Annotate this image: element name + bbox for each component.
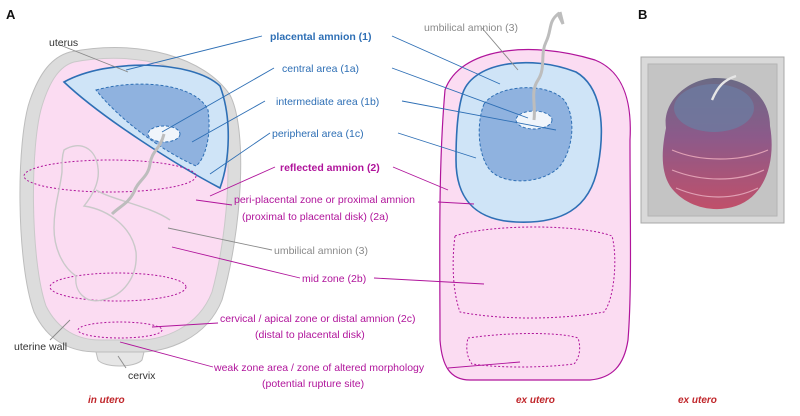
uterus-drawing <box>19 47 242 367</box>
mid-zone-ex-utero <box>452 226 616 319</box>
cervical-zone-in-utero <box>77 321 163 339</box>
fetus-arm <box>95 189 171 221</box>
label-placental-amnion: placental amnion (1) <box>270 31 372 43</box>
label-mid-zone: mid zone (2b) <box>302 273 366 285</box>
intermediate-area-in-utero <box>95 83 210 167</box>
panel-b-label: B <box>638 7 647 22</box>
labels: uterus placental amnion (1) umbilical am… <box>14 22 518 390</box>
label-cervical-line1: cervical / apical zone or distal amnion … <box>220 313 416 325</box>
umbilical-cord-in-utero <box>110 133 166 216</box>
label-uterine-wall: uterine wall <box>14 341 67 353</box>
label-reflected-amnion: reflected amnion (2) <box>280 162 380 174</box>
label-uterus: uterus <box>49 37 78 49</box>
leader-lines <box>49 27 557 369</box>
label-umbilical-amnion-center: umbilical amnion (3) <box>274 245 368 257</box>
caption-ex-utero-b: ex utero <box>678 395 717 406</box>
label-weak-zone-line2: (potential rupture site) <box>262 378 364 390</box>
label-peri-placental-line1: peri-placental zone or proximal amnion <box>234 194 415 206</box>
label-cervical-line2: (distal to placental disk) <box>255 329 365 341</box>
panel-a-label: A <box>6 7 16 22</box>
captions: in utero ex utero ex utero <box>88 395 717 406</box>
label-peripheral-area: peripheral area (1c) <box>272 128 364 140</box>
fetus-outline <box>53 145 137 302</box>
label-weak-zone-line1: weak zone area / zone of altered morphol… <box>213 362 425 374</box>
caption-in-utero: in utero <box>88 395 125 406</box>
caption-ex-utero-a: ex utero <box>516 395 555 406</box>
label-central-area: central area (1a) <box>282 63 359 75</box>
intermediate-area-ex-utero <box>478 87 573 182</box>
label-intermediate-area: intermediate area (1b) <box>276 96 379 108</box>
ex-utero-drawing <box>439 11 632 381</box>
label-cervix: cervix <box>128 370 156 382</box>
label-peri-placental-line2: (proximal to placental disk) (2a) <box>242 211 388 223</box>
label-umbilical-amnion-top: umbilical amnion (3) <box>424 22 518 34</box>
specimen-photo <box>640 56 785 224</box>
weak-zone-ex-utero <box>466 333 581 368</box>
umbilical-cord-ex-utero <box>532 11 565 121</box>
mid-zone-in-utero <box>49 272 187 302</box>
peri-placental-zone-in-utero <box>23 159 197 193</box>
